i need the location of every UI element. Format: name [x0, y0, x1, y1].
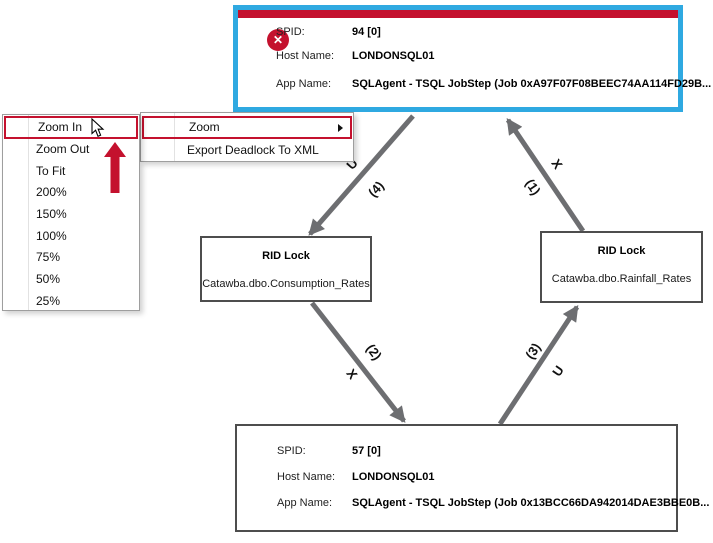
submenu-arrow-icon	[338, 123, 343, 132]
menu-item-label: 25%	[36, 294, 61, 308]
menu-item-label: 50%	[36, 272, 61, 286]
menu-item-label: Zoom Out	[36, 142, 90, 156]
menu-item-label: To Fit	[36, 164, 66, 178]
field-row: App Name: SQLAgent - TSQL JobStep (Job 0…	[276, 78, 711, 92]
edge-x1-line	[505, 118, 586, 233]
field-label: Host Name:	[277, 471, 336, 483]
field-row: Host Name: LONDONSQL01	[276, 50, 666, 64]
menu-item-zoom[interactable]: Zoom	[142, 116, 352, 139]
field-row: Host Name: LONDONSQL01	[277, 471, 667, 485]
menu-item-zoom-in[interactable]: Zoom In	[4, 116, 138, 139]
menu-item-zoom-out[interactable]: Zoom Out	[3, 139, 139, 160]
field-row: SPID: 94 [0]	[276, 26, 666, 40]
menu-item-50[interactable]: 50%	[3, 269, 139, 290]
menu-item-to-fit[interactable]: To Fit	[3, 161, 139, 182]
field-value: 57 [0]	[352, 445, 381, 457]
process-node-spid-57[interactable]: SPID: 57 [0] Host Name: LONDONSQL01 App …	[235, 424, 709, 532]
edge-x2-line	[310, 301, 406, 423]
deadlock-victim-icon: ✕	[267, 29, 289, 51]
field-value: LONDONSQL01	[352, 50, 435, 62]
menu-item-label: 100%	[36, 229, 67, 243]
menu-item-label: 200%	[36, 185, 67, 199]
lock-title: RID Lock	[597, 245, 646, 257]
lock-resource: Catawba.dbo.Rainfall_Rates	[551, 273, 692, 285]
selection-top-bar	[238, 10, 678, 18]
field-row: App Name: SQLAgent - TSQL JobStep (Job 0…	[277, 497, 709, 511]
menu-item-75[interactable]: 75%	[3, 247, 139, 268]
edge-u4-line	[308, 114, 415, 236]
lock-node-consumption-rates[interactable]: RID Lock Catawba.dbo.Consumption_Rates	[200, 236, 372, 302]
menu-item-150[interactable]: 150%	[3, 204, 139, 225]
menu-item-200[interactable]: 200%	[3, 182, 139, 203]
field-label: SPID:	[276, 26, 305, 38]
menu-item-export-deadlock-to-xml[interactable]: Export Deadlock To XML	[141, 140, 353, 161]
field-value: SQLAgent - TSQL JobStep (Job 0x13BCC66DA…	[352, 497, 710, 509]
menu-gutter-divider	[28, 115, 29, 310]
field-value: LONDONSQL01	[352, 471, 435, 483]
menu-item-25[interactable]: 25%	[3, 291, 139, 312]
field-label: App Name:	[277, 497, 333, 509]
edge-u3-line	[497, 304, 580, 426]
field-label: Host Name:	[276, 50, 335, 62]
lock-title: RID Lock	[262, 250, 310, 262]
mouse-cursor-icon	[91, 118, 105, 138]
menu-item-label: 150%	[36, 207, 67, 221]
field-label: SPID:	[277, 445, 306, 457]
field-row: SPID: 57 [0]	[277, 445, 667, 459]
menu-item-label: Zoom In	[38, 120, 83, 134]
annotation-up-arrow-icon	[104, 142, 126, 193]
menu-item-label: 75%	[36, 250, 61, 264]
menu-item-label: Zoom	[189, 120, 220, 134]
field-label: App Name:	[276, 78, 332, 90]
lock-node-rainfall-rates[interactable]: RID Lock Catawba.dbo.Rainfall_Rates	[540, 231, 703, 303]
context-menu: Zoom Export Deadlock To XML	[140, 112, 354, 162]
lock-resource: Catawba.dbo.Consumption_Rates	[202, 278, 370, 290]
menu-item-100[interactable]: 100%	[3, 226, 139, 247]
process-node-spid-94[interactable]: ✕ SPID: 94 [0] Host Name: LONDONSQL01 Ap…	[233, 5, 711, 112]
field-value: SQLAgent - TSQL JobStep (Job 0xA97F07F08…	[352, 78, 712, 90]
field-value: 94 [0]	[352, 26, 381, 38]
menu-item-label: Export Deadlock To XML	[187, 143, 319, 157]
